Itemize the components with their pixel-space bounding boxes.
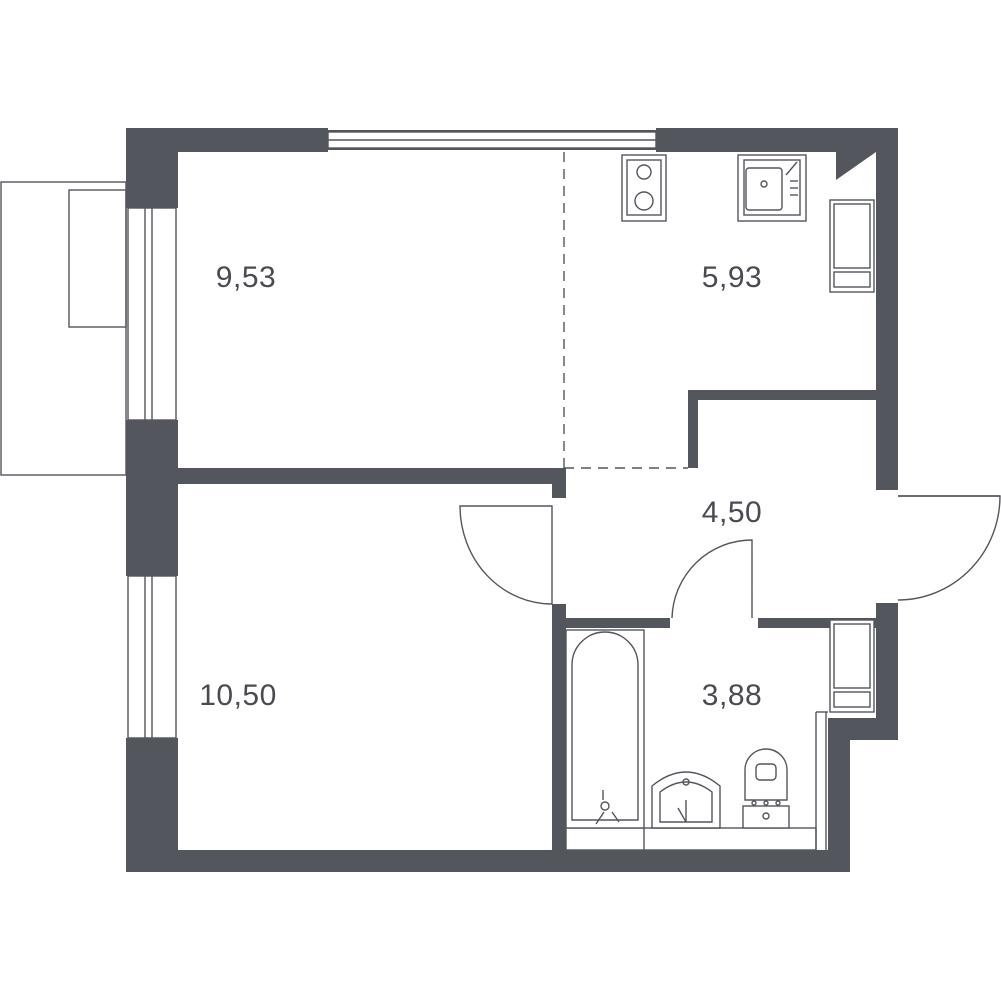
washing-machine-icon [829,619,875,713]
bathroom-sink-icon [651,771,721,829]
fridge-icon [829,199,875,293]
bathtub-icon [565,629,645,829]
room-area-bedroom: 9,53 [216,261,276,294]
stove-icon [621,154,667,222]
kitchen-sink-icon [737,154,807,222]
room-area-living: 10,50 [199,679,277,712]
windows [127,131,657,739]
doors [459,495,1001,619]
room-area-kitchen: 5,93 [702,261,762,294]
room-area-bathroom: 3,88 [702,679,762,712]
balcony [0,181,127,476]
zone-divider [563,152,688,469]
room-area-hallway: 4,50 [702,496,762,529]
walls [126,128,898,872]
toilet-icon [742,748,790,829]
room-labels: 9,53 5,93 4,50 10,50 3,88 [199,261,762,712]
